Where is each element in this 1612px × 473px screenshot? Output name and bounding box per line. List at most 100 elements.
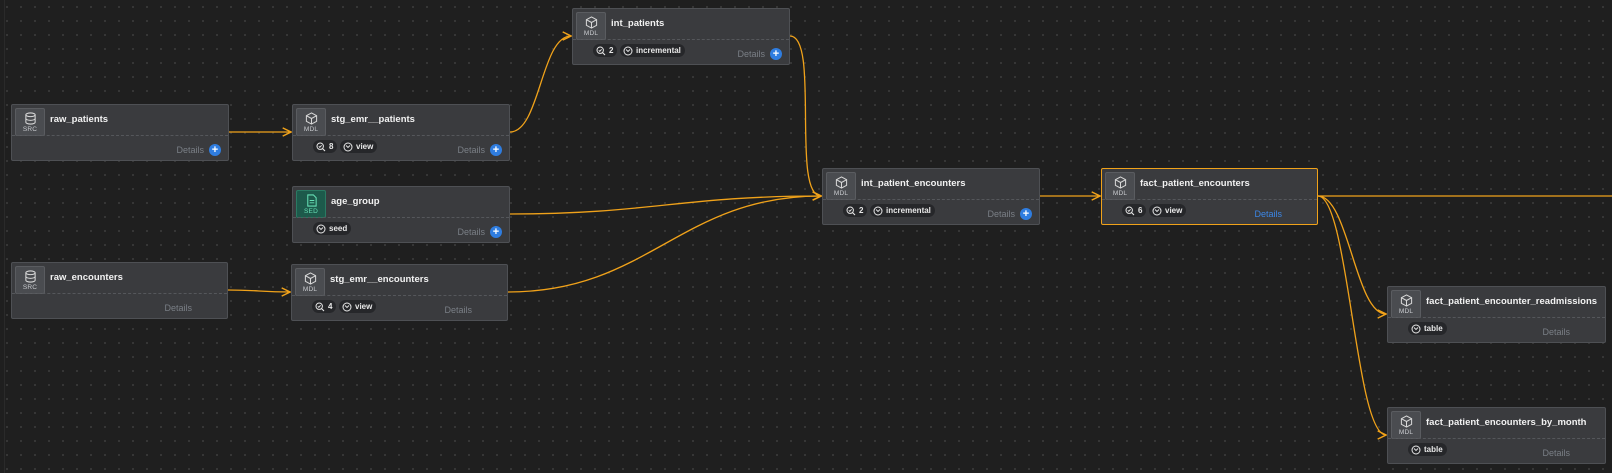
node-footer: seed Details + (293, 219, 509, 241)
database-icon (25, 112, 36, 125)
node-type-label: MDL (583, 30, 599, 37)
node-type-badge: MDL (1391, 411, 1421, 439)
node-name: fact_patient_encounters_by_month (1426, 417, 1587, 428)
cube-icon (305, 112, 318, 125)
node-fact-patient-encounters[interactable]: MDL fact_patient_encounters 6 view Details (1101, 168, 1318, 225)
node-footer: Details (12, 295, 227, 317)
tests-count: 2 (609, 46, 614, 55)
node-divider (1388, 317, 1605, 318)
materialization-chip[interactable]: table (1408, 322, 1447, 335)
node-stg-emr--encounters[interactable]: MDL stg_emr__encounters 4 view Details (291, 264, 508, 321)
materialization-label: table (1424, 445, 1443, 454)
node-type-badge: SED (296, 190, 326, 218)
materialization-chip[interactable]: incremental (870, 204, 935, 217)
tests-count-chip[interactable]: 8 (313, 140, 338, 153)
node-name: raw_patients (50, 114, 109, 125)
materialization-chip[interactable]: table (1408, 443, 1447, 456)
details-link[interactable]: Details (164, 303, 192, 313)
node-type-label: SRC (22, 126, 38, 133)
test-icon (1125, 205, 1135, 215)
tests-count-chip[interactable]: 4 (312, 300, 337, 313)
file-icon (307, 194, 317, 207)
node-name: raw_encounters (50, 272, 123, 283)
expand-plus-icon[interactable]: + (490, 144, 502, 156)
node-footer: table Details (1388, 440, 1605, 462)
details-link[interactable]: Details (1542, 327, 1570, 337)
details-link[interactable]: Details (1542, 448, 1570, 458)
node-type-label: SRC (22, 284, 38, 291)
node-type-label: MDL (1112, 190, 1128, 197)
details-link[interactable]: Details (444, 305, 472, 315)
details-link[interactable]: Details (457, 145, 485, 155)
node-divider (293, 217, 509, 218)
node-name: age_group (331, 196, 380, 207)
expand-plus-icon[interactable]: + (490, 226, 502, 238)
node-type-badge: MDL (826, 172, 856, 200)
node-footer: 4 view Details (292, 297, 507, 319)
tests-count-chip[interactable]: 2 (843, 204, 868, 217)
node-footer: 2 incremental Details + (823, 201, 1039, 223)
materialization-chip[interactable]: view (340, 140, 378, 153)
materialization-label: view (355, 302, 373, 311)
materialization-icon (343, 142, 353, 151)
node-type-badge: MDL (576, 12, 606, 40)
edge-int-patients-to-int-patient-encounters (789, 35, 821, 196)
node-type-label: MDL (1398, 308, 1414, 315)
edge-raw-encounters-to-stg-emr--encounters (227, 290, 290, 292)
materialization-chip[interactable]: seed (313, 222, 352, 235)
node-type-label: MDL (302, 286, 318, 293)
node-footer: 6 view Details (1102, 201, 1317, 223)
tests-count-chip[interactable]: 2 (593, 44, 618, 57)
node-name: fact_patient_encounters (1140, 178, 1250, 189)
node-divider (1102, 199, 1317, 200)
node-header: MDL stg_emr__encounters (292, 265, 507, 296)
test-icon (596, 45, 606, 55)
node-footer: 2 incremental Details + (573, 41, 789, 63)
materialization-chip[interactable]: view (339, 300, 377, 313)
materialization-icon (623, 46, 633, 55)
details-link[interactable]: Details (987, 209, 1015, 219)
materialization-icon (1411, 445, 1421, 454)
cube-icon (1400, 294, 1413, 307)
node-name: stg_emr__patients (331, 114, 415, 125)
node-header: SRC raw_patients (12, 105, 228, 136)
materialization-icon (873, 206, 883, 215)
materialization-label: view (356, 142, 374, 151)
tests-count: 2 (859, 206, 864, 215)
node-name: fact_patient_encounter_readmissions (1426, 296, 1598, 307)
tests-count-chip[interactable]: 6 (1122, 204, 1147, 217)
expand-plus-icon[interactable]: + (1020, 208, 1032, 220)
details-link[interactable]: Details (176, 145, 204, 155)
edge-fact-patient-encounters-to-fact-patient-encounter-readmissions (1317, 195, 1386, 314)
node-divider (12, 293, 227, 294)
materialization-chip[interactable]: view (1149, 204, 1187, 217)
node-divider (292, 295, 507, 296)
node-type-badge: MDL (1391, 290, 1421, 318)
node-footer: table Details (1388, 319, 1605, 341)
details-link[interactable]: Details (1254, 209, 1282, 219)
expand-plus-icon[interactable]: + (770, 48, 782, 60)
materialization-chip[interactable]: incremental (620, 44, 685, 57)
test-icon (316, 141, 326, 151)
details-link[interactable]: Details (457, 227, 485, 237)
node-type-badge: SRC (15, 108, 45, 136)
tests-count: 6 (1138, 206, 1143, 215)
details-link[interactable]: Details (737, 49, 765, 59)
node-name: stg_emr__encounters (330, 274, 429, 285)
node-divider (1388, 438, 1605, 439)
node-header: SED age_group (293, 187, 509, 218)
test-icon (315, 301, 325, 311)
expand-plus-icon[interactable]: + (209, 144, 221, 156)
